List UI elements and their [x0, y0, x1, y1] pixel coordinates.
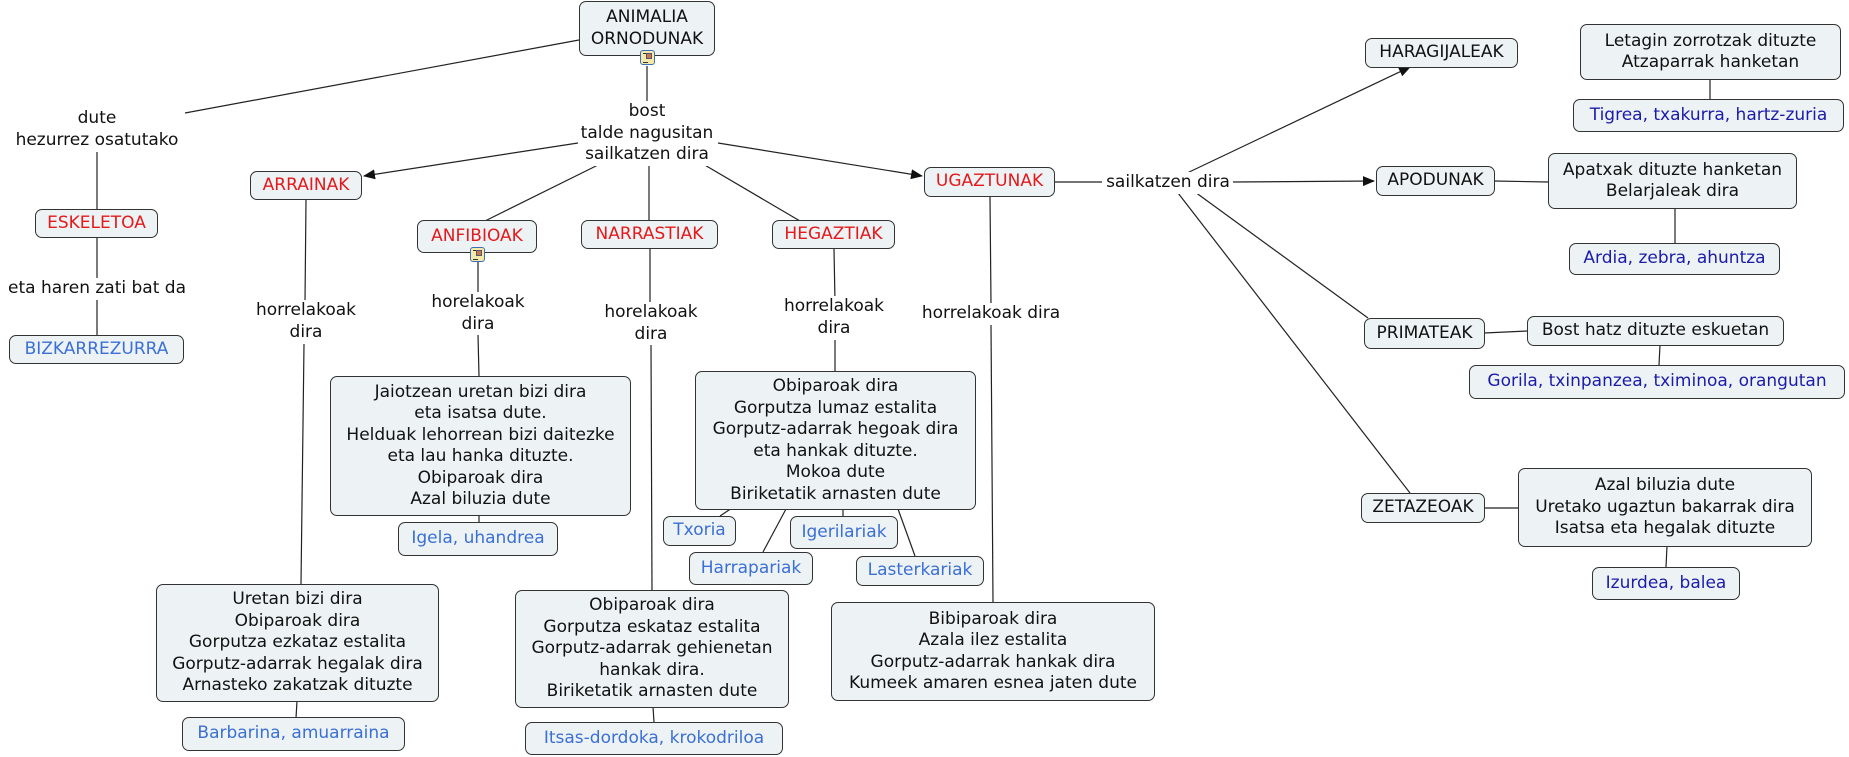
- edge-rept-desc-examples: [652, 706, 655, 723]
- link-label-birds: horrelakoak dira: [784, 296, 884, 339]
- skeleton-concept[interactable]: ESKELETOA: [35, 209, 158, 238]
- birds-concept[interactable]: HEGAZTIAK: [772, 220, 895, 249]
- bird-subtype-lasterkariak[interactable]: Lasterkariak: [856, 556, 984, 586]
- link-label-skeleton: dute hezurrez osatutako: [15, 108, 179, 151]
- cetaceans-description[interactable]: Azal biluzia dute Uretako ugaztun bakarr…: [1518, 468, 1812, 547]
- cetaceans-concept[interactable]: ZETAZEOAK: [1361, 493, 1485, 523]
- spine-concept[interactable]: BIZKARREZURRA: [9, 335, 184, 364]
- edge-prim-desc-examples: [1658, 344, 1661, 366]
- root-concept[interactable]: ANIMALIA ORNODUNAK: [579, 1, 715, 56]
- edge-groups-fish: [363, 142, 579, 180]
- edge-ung-desc: [1493, 180, 1549, 183]
- bird-subtype-harrapariak[interactable]: Harrapariak: [689, 552, 813, 585]
- edge-rept-link-desc: [650, 344, 653, 591]
- edge-amph-link-desc: [477, 334, 480, 377]
- edge-mammal-link-desc: [990, 324, 994, 603]
- resource-document-icon[interactable]: [640, 50, 655, 65]
- link-label-fish: horrelakoak dira: [256, 300, 356, 343]
- bird-subtype-txoria[interactable]: Txoria: [663, 516, 736, 546]
- edge-classify-ungulates: [1232, 176, 1375, 187]
- edge-classify-carnivores: [1184, 66, 1411, 175]
- resource-document-icon[interactable]: [470, 247, 485, 262]
- link-label-mammals: horrelakoak dira: [921, 303, 1061, 325]
- amphibians-examples[interactable]: Igela, uhandrea: [398, 522, 558, 556]
- link-label-mammal-classify: sailkatzen dira: [1106, 172, 1230, 194]
- edge-cet-desc-examples: [1665, 545, 1668, 568]
- birds-description[interactable]: Obiparoak dira Gorputza lumaz estalita G…: [695, 371, 976, 510]
- edge-fish-link: [304, 199, 307, 303]
- edge-classify-primates: [1194, 191, 1369, 319]
- edge-fish-desc-examples: [295, 700, 298, 719]
- bird-subtype-igerilariak[interactable]: Igerilariak: [790, 516, 898, 549]
- ungulates-description[interactable]: Apatxak dituzte hanketan Belarjaleak dir…: [1548, 153, 1797, 209]
- reptiles-concept[interactable]: NARRASTIAK: [581, 220, 718, 249]
- ungulates-examples[interactable]: Ardia, zebra, ahuntza: [1569, 243, 1780, 275]
- edge-prim-desc: [1483, 330, 1528, 334]
- edge-bird-link: [833, 248, 836, 303]
- edge-groups-birds: [702, 163, 801, 222]
- reptiles-examples[interactable]: Itsas-dordoka, krokodriloa: [525, 722, 783, 755]
- edge-groups-amphibians: [484, 163, 601, 222]
- fish-examples[interactable]: Barbarina, amuarraina: [182, 717, 405, 751]
- link-label-groups: bost talde nagusitan sailkatzen dira: [580, 101, 714, 166]
- carnivores-examples[interactable]: Tigrea, txakurra, hartz-zuria: [1573, 99, 1844, 132]
- edge-bird-lasterkariak: [897, 508, 916, 557]
- primates-examples[interactable]: Gorila, txinpanzea, tximinoa, orangutan: [1469, 365, 1845, 399]
- carnivores-concept[interactable]: HARAGIJALEAK: [1365, 38, 1518, 68]
- edge-fish-link-desc: [300, 343, 305, 585]
- ungulates-concept[interactable]: APODUNAK: [1376, 166, 1495, 196]
- edge-classify-cetaceans: [1177, 192, 1411, 494]
- edge-root-skeleton-link: [184, 39, 580, 114]
- reptiles-description[interactable]: Obiparoak dira Gorputza eskataz estalita…: [515, 590, 789, 708]
- fish-concept[interactable]: ARRAINAK: [250, 171, 362, 200]
- link-label-reptiles: horelakoak dira: [604, 302, 698, 345]
- carnivores-description[interactable]: Letagin zorrotzak dituzte Atzaparrak han…: [1580, 24, 1841, 80]
- edge-bird-harrapariak: [762, 508, 787, 553]
- primates-description[interactable]: Bost hatz dituzte eskuetan: [1527, 316, 1784, 346]
- mammals-description[interactable]: Bibiparoak dira Azala ilez estalita Gorp…: [831, 602, 1155, 701]
- link-label-spine: eta haren zati bat da: [7, 278, 187, 300]
- cetaceans-examples[interactable]: Izurdea, balea: [1592, 567, 1740, 600]
- edge-mammal-link: [989, 196, 992, 305]
- edge-groups-mammals: [717, 142, 923, 180]
- link-label-amphibians: horelakoak dira: [431, 292, 525, 335]
- fish-description[interactable]: Uretan bizi dira Obiparoak dira Gorputza…: [156, 584, 439, 702]
- mammals-concept[interactable]: UGAZTUNAK: [924, 167, 1055, 197]
- amphibians-description[interactable]: Jaiotzean uretan bizi dira eta isatsa du…: [330, 376, 631, 516]
- primates-concept[interactable]: PRIMATEAK: [1364, 318, 1485, 349]
